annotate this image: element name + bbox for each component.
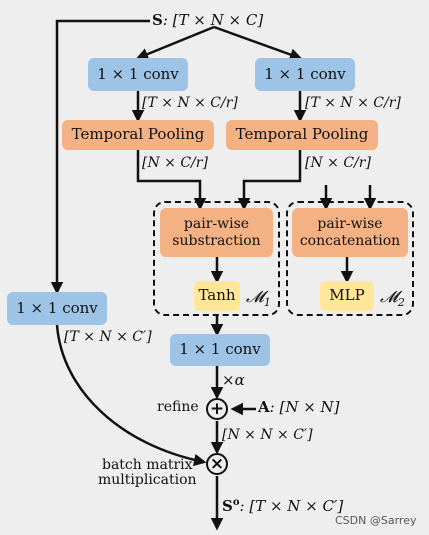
refine-plus-op: + (206, 398, 228, 420)
output-superscript: o (232, 497, 240, 508)
edge-side-conv-to-batch (55, 324, 207, 467)
left-conv-box: 1 × 1 conv (88, 58, 188, 91)
left-conv-shape: [T × N × C/r] (142, 95, 238, 111)
side-conv-box: 1 × 1 conv (7, 292, 107, 325)
right-conv-shape: [T × N × C/r] (305, 95, 401, 111)
pairwise-substraction-box: pair-wise substraction (160, 208, 273, 257)
module2-subscript: 2 (397, 296, 405, 310)
edge-right-pool-to-sub (237, 150, 302, 211)
edge-input-to-left-conv (135, 25, 215, 61)
pairwise-concatenation-box: pair-wise concatenation (292, 208, 408, 257)
refine-out-shape: [N × N × C′] (222, 427, 313, 443)
adjacency-label: A: [N × N] (258, 399, 340, 416)
batch-multiply-op: × (206, 453, 228, 475)
output-label: So: [T × N × C′] (222, 497, 343, 515)
left-pool-shape: [N × C/r] (142, 155, 208, 171)
module1-label: 𝓜1 (246, 288, 271, 309)
output-shape: : [T × N × C′] (239, 497, 344, 515)
left-pool-box: Temporal Pooling (62, 120, 214, 150)
right-pool-box: Temporal Pooling (226, 120, 378, 150)
module1-subscript: 1 (263, 296, 271, 310)
batch-label: batch matrix multiplication (98, 457, 197, 489)
side-conv-shape: [T × N × C′] (64, 329, 152, 345)
adjacency-symbol: A (258, 398, 270, 416)
input-symbol: S (152, 11, 163, 29)
module2-group (286, 201, 414, 316)
edge-input-to-side-conv (50, 19, 150, 295)
tanh-box: Tanh (194, 281, 240, 311)
alpha-scale: ×α (222, 371, 245, 389)
edge-left-pool-to-sub (136, 150, 207, 211)
module1-group (153, 201, 280, 316)
edge-input-to-right-conv (213, 25, 303, 61)
module1-symbol: 𝓜 (246, 287, 264, 306)
right-conv-box: 1 × 1 conv (255, 58, 355, 91)
input-shape: : [T × N × C] (162, 11, 264, 29)
right-pool-shape: [N × C/r] (305, 155, 371, 171)
mid-conv-box: 1 × 1 conv (170, 334, 270, 366)
mlp-box: MLP (320, 281, 374, 311)
input-label: S: [T × N × C] (152, 12, 263, 29)
watermark: CSDN @Sarrey (335, 514, 417, 527)
adjacency-shape: : [N × N] (269, 398, 340, 416)
module2-symbol: 𝓜 (380, 287, 398, 306)
refine-label: refine (157, 399, 199, 415)
module2-label: 𝓜2 (380, 288, 405, 309)
output-symbol: S (222, 497, 233, 515)
